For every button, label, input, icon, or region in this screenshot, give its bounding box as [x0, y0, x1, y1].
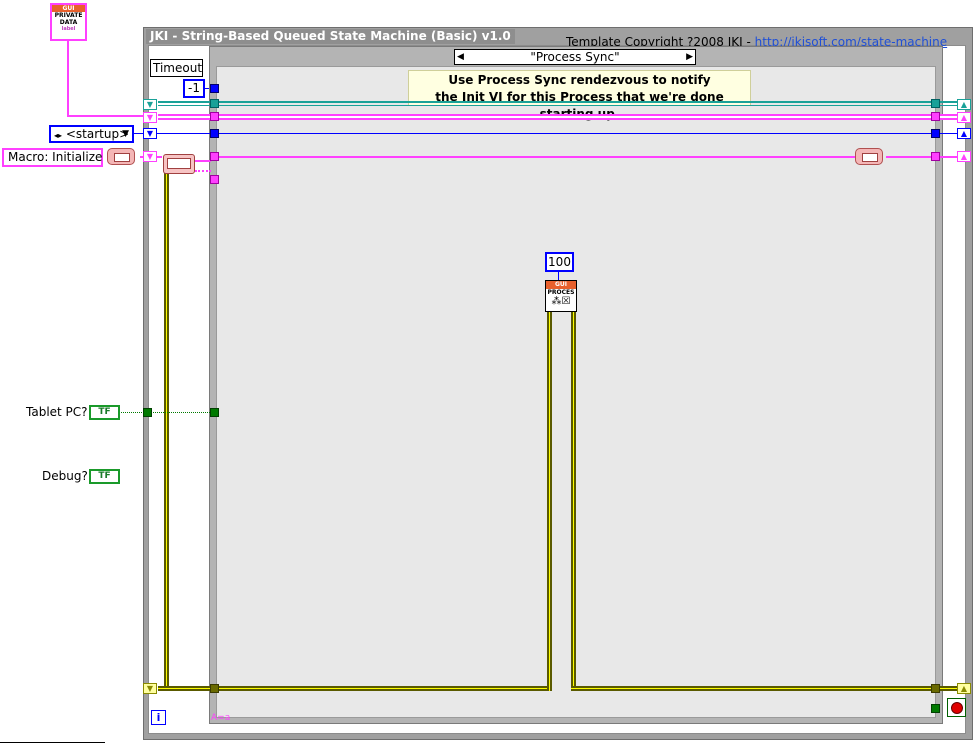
- state-enum-value: <startup>: [65, 127, 130, 141]
- state-enum-wire: [134, 133, 960, 134]
- tunnel-arguments-left[interactable]: [210, 175, 219, 184]
- tablet-wire: [121, 412, 216, 413]
- copyright-link[interactable]: http://jkisoft.com/state-machine: [754, 35, 948, 49]
- error-wire-right: [571, 686, 961, 691]
- rendezvous-icon: ⁂☒: [551, 296, 571, 307]
- timeout-label: Timeout: [150, 59, 203, 77]
- private-data-header: GUI: [52, 5, 85, 12]
- tunnel-state-left[interactable]: [210, 129, 219, 138]
- shift-register-cluster-left[interactable]: ▼: [143, 99, 157, 110]
- subvi-header: GUI: [546, 281, 576, 289]
- macro-string-constant[interactable]: Macro: Initialize: [2, 148, 103, 167]
- shift-register-error-left[interactable]: ▼: [143, 683, 157, 694]
- process-sync-subvi[interactable]: GUI PROCES ⁂☒: [545, 280, 577, 312]
- chevron-down-icon[interactable]: ▼: [122, 129, 129, 139]
- queue-glyph-icon: [114, 153, 130, 162]
- tunnel-error-left[interactable]: [210, 684, 219, 693]
- shift-register-state-right[interactable]: ▲: [957, 128, 971, 139]
- error-wire-vertical: [164, 172, 169, 690]
- case-structure-body: [216, 66, 936, 718]
- error-wire-left: [158, 686, 550, 691]
- queue-node-wire-2: [195, 170, 211, 172]
- while-loop-title: JKI - String-Based Queued State Machine …: [146, 29, 515, 44]
- case-comment-line1: Use Process Sync rendezvous to notify: [448, 73, 711, 87]
- parse-state-queue-node[interactable]: [163, 154, 195, 174]
- tunnel-tablet[interactable]: [210, 408, 219, 417]
- case-selector-value: "Process Sync": [530, 50, 620, 64]
- private-data-wire-vertical: [67, 41, 69, 117]
- copyright-text: Template Copyright ?2008 JKI -: [566, 35, 755, 49]
- private-data-line2: DATA: [59, 19, 78, 26]
- stop-icon: [951, 702, 963, 714]
- tunnel-data-right[interactable]: [931, 112, 940, 121]
- tunnel-queue-right[interactable]: [931, 152, 940, 161]
- enum-arrows-icon: ◂▸: [54, 131, 63, 140]
- shift-register-queue-left[interactable]: ▼: [143, 151, 157, 162]
- parse-queue-glyph-icon: [167, 158, 191, 169]
- tunnel-data-left[interactable]: [210, 112, 219, 121]
- debug-control[interactable]: TF: [89, 469, 120, 484]
- tunnel-timeout[interactable]: [210, 84, 219, 93]
- tunnel-cluster-left[interactable]: [210, 99, 219, 108]
- tunnel-queue-left[interactable]: [210, 152, 219, 161]
- iteration-terminal[interactable]: i: [151, 710, 166, 725]
- subvi-body-text: PROCES: [547, 289, 575, 296]
- shift-register-data-left[interactable]: ▼: [143, 112, 157, 123]
- stop-terminal[interactable]: [947, 698, 966, 717]
- shift-register-error-right[interactable]: ▲: [957, 683, 971, 694]
- copyright-note: Template Copyright ?2008 JKI - http://jk…: [566, 35, 947, 49]
- constant-100[interactable]: 100: [545, 252, 574, 272]
- case-prev-arrow[interactable]: ◀: [457, 52, 464, 62]
- queue-glyph-right-icon: [862, 153, 878, 162]
- private-data-constant[interactable]: GUI PRIVATE DATA label: [50, 3, 87, 41]
- error-wire-subvi-in: [547, 312, 552, 691]
- constant-100-wire: [558, 272, 559, 280]
- add-states-to-queue-right-icon[interactable]: [855, 148, 883, 165]
- shift-register-data-right[interactable]: ▲: [957, 112, 971, 123]
- case-footer-label: A=a: [211, 713, 231, 723]
- tunnel-error-right[interactable]: [931, 684, 940, 693]
- add-states-to-queue-icon[interactable]: [107, 148, 135, 165]
- debug-label: Debug?: [42, 469, 88, 483]
- private-data-tag: label: [61, 26, 76, 32]
- state-queue-wire: [216, 156, 856, 158]
- case-selector[interactable]: ◀ "Process Sync" ▶: [454, 49, 696, 65]
- tablet-label: Tablet PC?: [26, 405, 88, 419]
- tablet-control[interactable]: TF: [89, 405, 120, 420]
- case-next-arrow[interactable]: ▶: [686, 52, 693, 62]
- horizontal-scroll-indicator[interactable]: [0, 742, 105, 743]
- private-data-wire-horizontal: [67, 115, 149, 117]
- timeout-wire: [205, 88, 211, 89]
- timeout-constant[interactable]: -1: [183, 79, 205, 98]
- tunnel-stop[interactable]: [931, 704, 940, 713]
- tunnel-state-right[interactable]: [931, 129, 940, 138]
- private-data-line1: PRIVATE: [54, 12, 83, 19]
- state-enum-constant[interactable]: ◂▸ <startup> ▼: [49, 125, 134, 143]
- error-wire-subvi-out: [571, 312, 576, 691]
- private-data-shift-wire: [158, 114, 960, 120]
- queue-node-wire-1: [195, 160, 211, 162]
- shift-register-cluster-right[interactable]: ▲: [957, 99, 971, 110]
- state-queue-wire-out: [886, 156, 960, 158]
- tunnel-cluster-right[interactable]: [931, 99, 940, 108]
- shift-register-state-left[interactable]: ▼: [143, 128, 157, 139]
- loop-tunnel-tablet[interactable]: [143, 408, 152, 417]
- cluster-wire: [158, 101, 960, 106]
- shift-register-queue-right[interactable]: ▲: [957, 151, 971, 162]
